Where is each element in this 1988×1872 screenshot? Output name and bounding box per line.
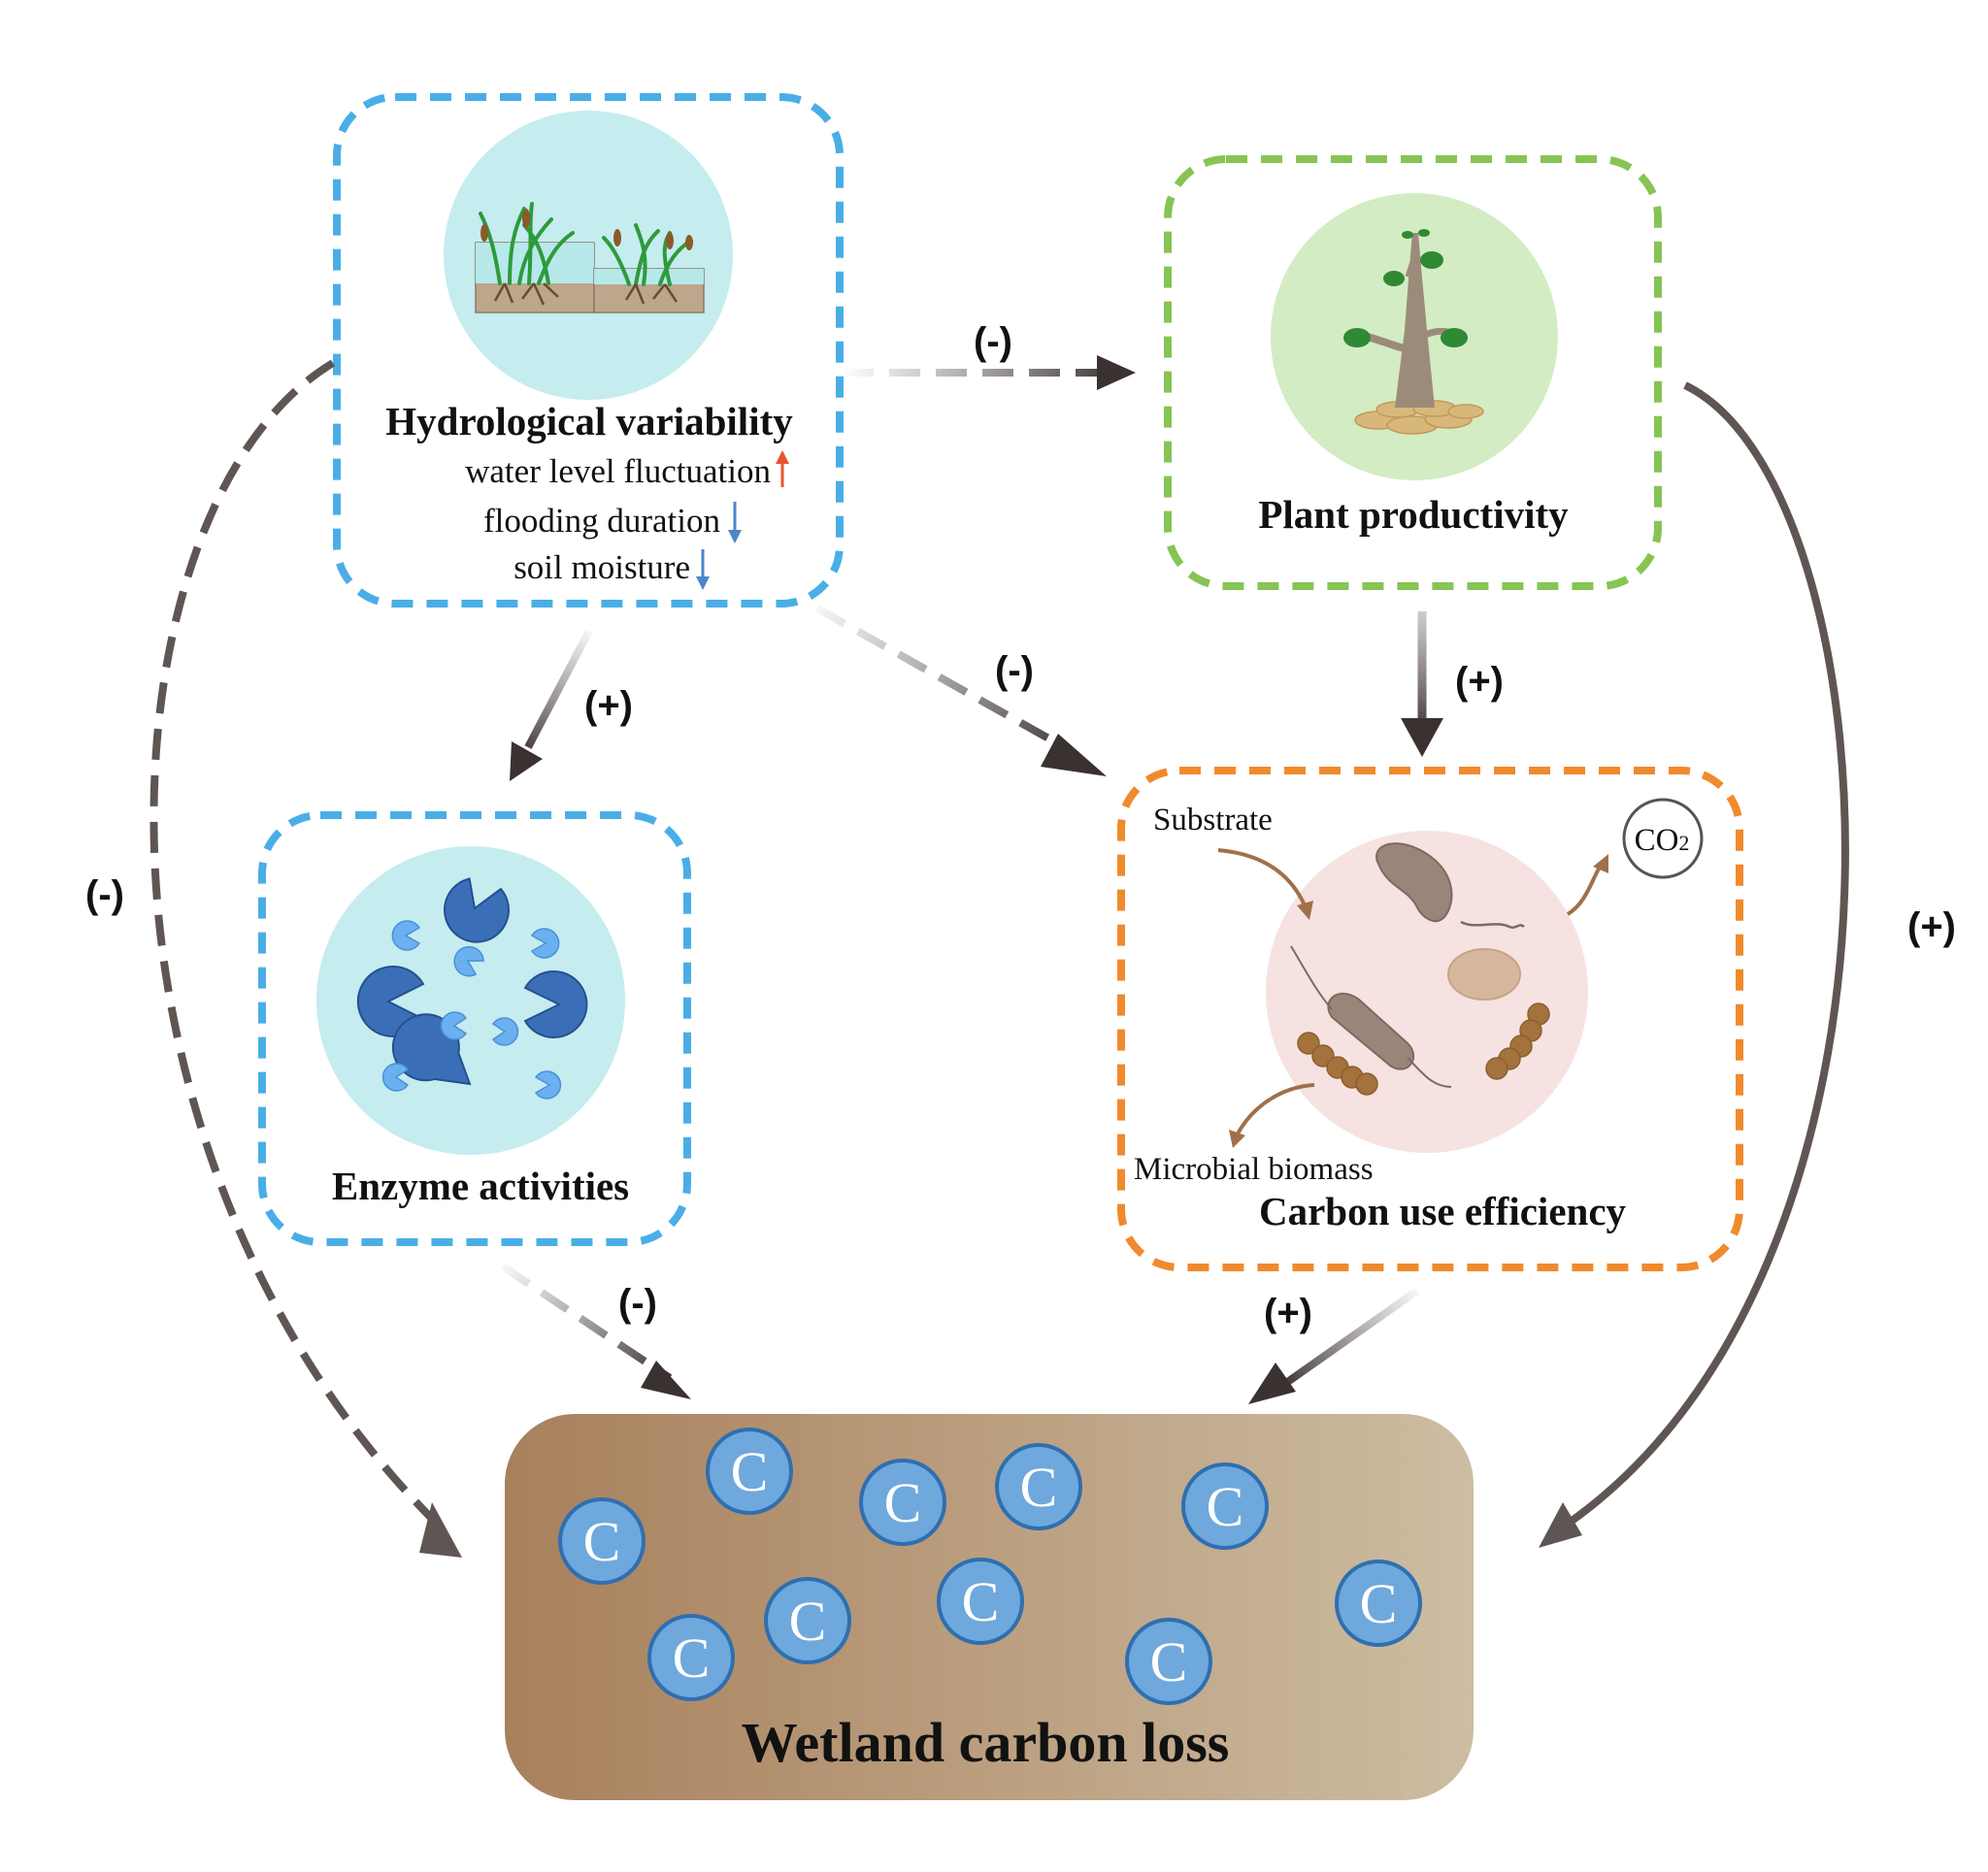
carbon-atom-icon: C [937, 1558, 1024, 1645]
link-enzyme-carbon-loss: (-) [500, 1263, 691, 1399]
carbon-atom-icon: C [1335, 1560, 1422, 1647]
arrowhead [419, 1502, 462, 1558]
cue-box [1117, 767, 1743, 1271]
substrate-molecule-icon [381, 920, 562, 1100]
carbon-atom-label: C [962, 1570, 1000, 1633]
plant-title: Plant productivity [1258, 492, 1569, 537]
decrease-arrow-icon [728, 502, 742, 543]
carbon-atom-label: C [731, 1440, 769, 1503]
carbon-atom-icon: C [647, 1614, 735, 1701]
link-hydrology-enzyme: (+) [510, 629, 633, 781]
cue-node: CO2 Substrate Microbial biomass Carbon u… [1117, 767, 1743, 1271]
link-hydrology-carbon-loss: (-) [85, 359, 462, 1558]
increase-arrow-icon [776, 450, 789, 487]
plant-icon [1343, 229, 1484, 435]
carbon-atom-icon: C [995, 1443, 1082, 1530]
carbon-atom-label: C [1150, 1630, 1188, 1693]
carbon-atom-label: C [673, 1626, 711, 1690]
hydrology-box [333, 93, 844, 608]
link-hydrology-cue: (-) [815, 605, 1107, 776]
biomass-arrow-icon [1229, 1083, 1315, 1148]
decrease-arrow-icon [696, 549, 710, 590]
arrowhead [1539, 1502, 1582, 1548]
arrowhead [1097, 355, 1136, 390]
link-sign: (-) [974, 320, 1012, 363]
arrowhead [1041, 734, 1107, 776]
carbon-atom-icon: C [859, 1459, 946, 1546]
link-sign: (-) [618, 1282, 657, 1325]
arrowhead [641, 1361, 691, 1399]
link-hydrology-plant: (-) [843, 320, 1136, 390]
link-sign: (-) [995, 649, 1034, 692]
flooding-duration-label: flooding duration [483, 502, 720, 540]
carbon-atom-label: C [1020, 1456, 1058, 1519]
link-sign: (+) [584, 684, 633, 727]
links: (-) (+) (-) (-) (+) (+) [85, 320, 1956, 1558]
substrate-arrow-icon [1217, 848, 1313, 920]
link-sign: (-) [85, 873, 124, 916]
carbon-loss-title: Wetland carbon loss [742, 1711, 1230, 1774]
microbes-icon [1290, 842, 1550, 1096]
cue-title: Carbon use efficiency [1259, 1189, 1627, 1233]
water-level-fluctuation-label: water level fluctuation [465, 452, 771, 490]
hydrology-title: Hydrological variability [385, 399, 793, 443]
co2-release-arrow-icon [1566, 854, 1608, 916]
link-plant-carbon-loss: (+) [1539, 381, 1956, 1548]
arrowhead [510, 741, 543, 781]
co2-subscript: 2 [1678, 831, 1689, 855]
carbon-atom-label: C [789, 1590, 827, 1653]
microbial-biomass-label: Microbial biomass [1134, 1152, 1374, 1187]
plant-box [1164, 155, 1662, 590]
enzyme-title: Enzyme activities [332, 1164, 629, 1208]
link-sign: (+) [1264, 1292, 1312, 1334]
carbon-atom-label: C [884, 1471, 922, 1534]
arrowhead [1248, 1363, 1296, 1404]
substrate-label: Substrate [1153, 803, 1273, 837]
carbon-atom-label: C [583, 1510, 621, 1573]
link-plant-cue: (+) [1401, 611, 1504, 757]
soil-moisture-label: soil moisture [514, 548, 690, 586]
enzyme-box [258, 811, 691, 1246]
plant-node: Plant productivity [1164, 155, 1662, 590]
link-cue-carbon-loss: (+) [1248, 1287, 1420, 1404]
hydrology-node: Hydrological variability water level flu… [333, 93, 844, 608]
carbon-atom-icon: C [1181, 1462, 1269, 1550]
enzyme-node: Enzyme activities [258, 811, 691, 1246]
arrowhead [1401, 718, 1443, 757]
co2-circle [1622, 798, 1704, 879]
co2-label: CO2 [1635, 823, 1690, 858]
carbon-atom-icon: C [764, 1577, 851, 1664]
link-sign: (+) [1907, 905, 1956, 948]
wetland-plants-icon [475, 202, 705, 313]
carbon-atom-icon: C [558, 1497, 646, 1585]
carbon-atom-label: C [1207, 1475, 1244, 1538]
carbon-atom-label: C [1360, 1572, 1398, 1635]
carbon-atom-icon: C [1125, 1618, 1212, 1705]
carbon-atom-icon: C [706, 1428, 793, 1515]
link-sign: (+) [1455, 660, 1504, 703]
